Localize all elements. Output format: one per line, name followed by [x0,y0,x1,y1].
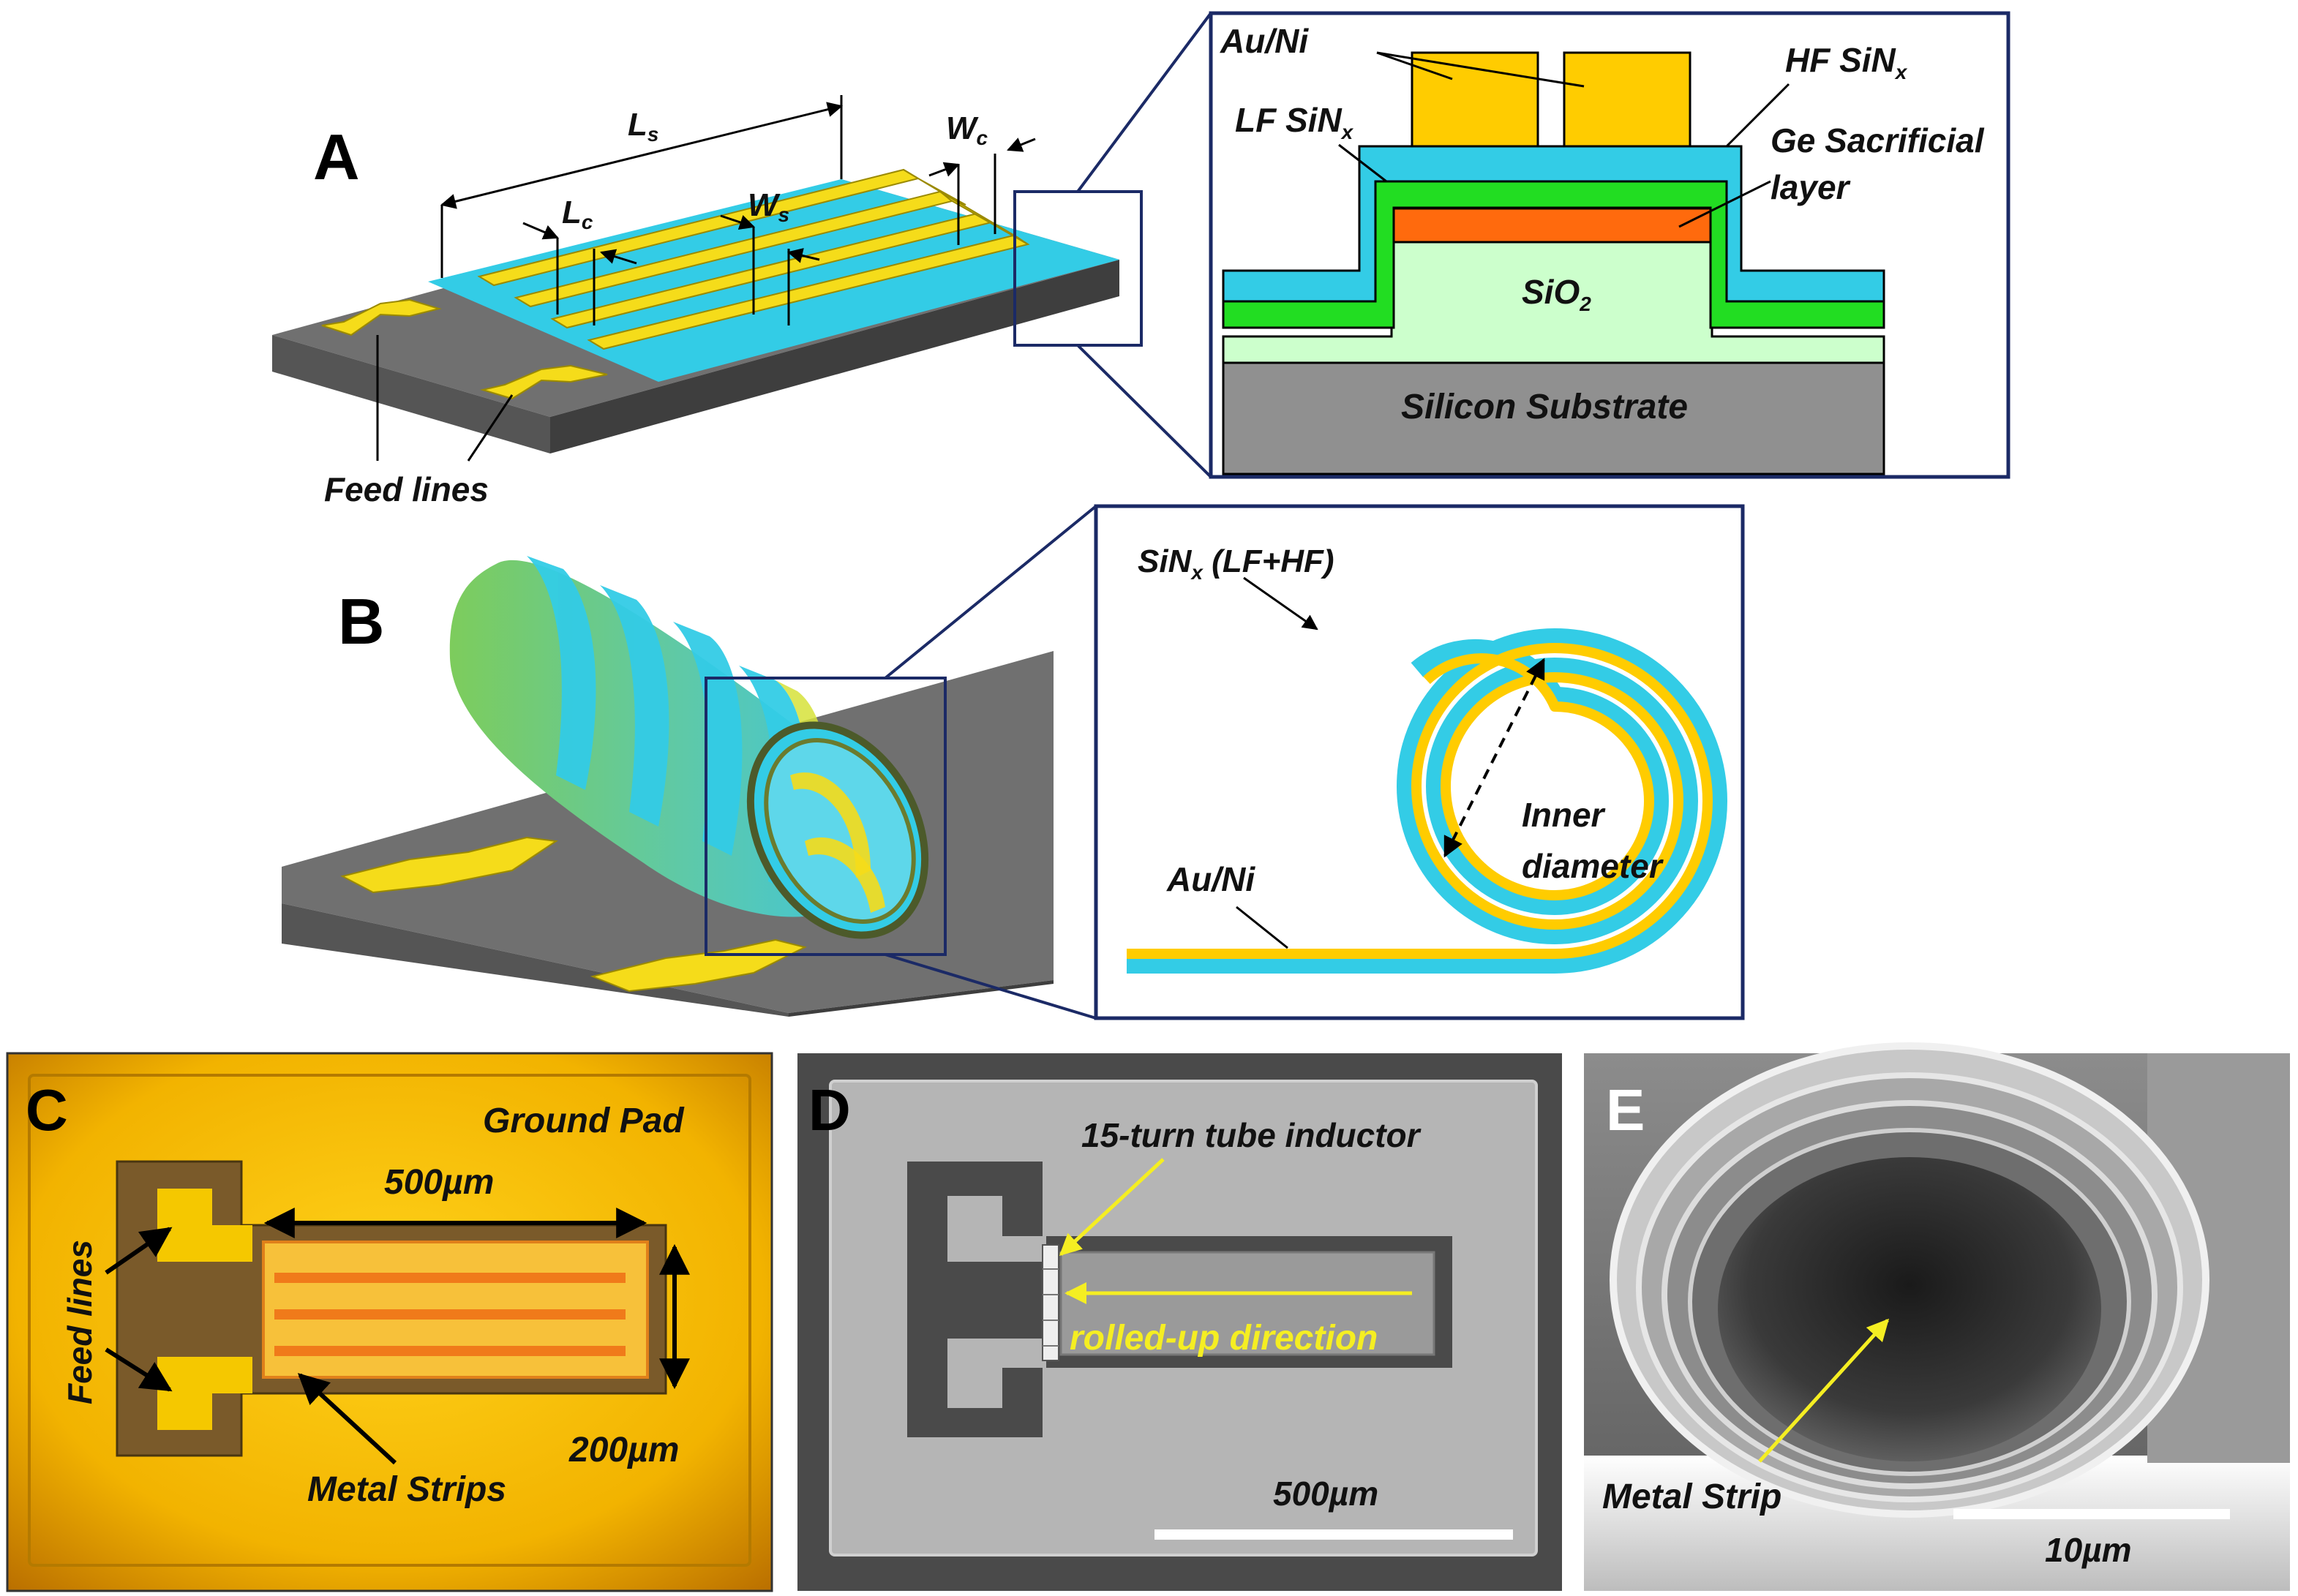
e-metal-strip-label: Metal Strip [1602,1478,1781,1516]
panel-a-letter: A [313,121,360,193]
panel-e-letter: E [1606,1077,1645,1143]
b-slab-edge [789,980,1054,1017]
svg-text:HF SiNx: HF SiNx [1785,41,1908,83]
svg-text:Lc: Lc [562,195,593,233]
c-length-label: 500µm [384,1163,494,1202]
svg-text:Wc: Wc [946,110,988,149]
b-slab-front [282,903,789,1017]
c-feed-arrow-2 [105,1347,173,1392]
e-scale-label: 10µm [2045,1531,2132,1569]
panel-d: D 15-turn tube inductor rolled-up direct… [797,1053,1562,1591]
inset-b-sinx-sub: x [1190,561,1204,584]
c-width-label: 200µm [568,1431,679,1469]
feed-pad-2 [480,364,608,400]
c-feed-lines-label: Feed lines [61,1240,99,1404]
inset-hf-sinx-label: HF SiN [1785,41,1896,79]
panel-b-letter: B [338,585,385,658]
svg-text:Ls: Ls [628,107,658,146]
ls-label: L [628,107,647,143]
panel-e: E Metal Strip 10µm [1584,1042,2290,1591]
svg-text:SiO2: SiO2 [1522,273,1591,315]
inset-au-ni-label: Au/Ni [1220,22,1309,60]
au-ni-block-1 [1411,51,1539,148]
c-ground-pad-label: Ground Pad [483,1102,685,1140]
tube-inner-strip-2 [805,837,885,913]
panel-c-letter: C [26,1077,68,1143]
inset-a-leaders [1338,51,1790,228]
lc-sub: c [582,211,593,233]
panel-b: B [282,504,1745,1020]
c-ground-frame [28,1074,751,1567]
lc-label: L [562,195,582,230]
d-tube-inductor [1042,1244,1059,1361]
e-rolled-tube [1610,1042,2209,1518]
inset-b-sinx-label: SiN [1138,543,1193,579]
planar-device [272,168,1119,453]
d-feed-pad-top [947,1196,1046,1262]
svg-text:LF SiNx: LF SiNx [1235,101,1354,143]
zoom-connector-a2 [1076,344,1212,478]
c-feed-pad-top [157,1189,252,1262]
zoom-box-b [705,677,947,956]
d-feed-pad-bottom [947,1339,1046,1408]
d-scale-label: 500µm [1273,1475,1378,1513]
inner-label-1: Inner [1522,796,1606,834]
d-direction-label: rolled-up direction [1070,1319,1378,1358]
c-border [6,1052,773,1592]
dimension-lines [376,95,1036,462]
slab-side [550,260,1119,453]
inset-sio2-sub: 2 [1579,293,1591,315]
au-ni-leader [1236,906,1288,949]
d-membrane [1059,1251,1435,1356]
inset-sio2-label: SiO [1522,273,1580,311]
inset-hf-sub: x [1894,61,1908,83]
b-feed-pad-1 [340,836,558,894]
rolled-tube [449,556,929,939]
inner-label-2: diameter [1522,847,1664,885]
inner-diameter-arrow [1443,658,1545,858]
b-feed-pad-2 [590,938,807,993]
panel-d-letter: D [808,1077,851,1143]
c-feed-pad-bottom [157,1357,252,1430]
ge-sacrificial-layer [1392,207,1712,244]
slab-front [272,335,550,453]
zoom-connector-b1 [884,505,1097,680]
c-metal-arrow [297,1373,397,1465]
panel-c: C Ground Pad 500µm Feed lines 200µm Meta… [6,1052,773,1592]
zoom-connector-b2 [885,953,1097,1020]
inset-b-au-ni-label: Au/Ni [1166,860,1255,898]
svg-text:Ws: Ws [748,187,789,226]
svg-text:SiNx (LF+HF): SiNx (LF+HF) [1138,543,1334,584]
hf-sinx-cyan-layer [1222,145,1885,303]
ws-sub: s [778,203,790,226]
feed-lines-label: Feed lines [324,470,489,508]
c-metal-strips-label: Metal Strips [307,1470,506,1509]
wc-sub: c [977,127,988,149]
e-metal-arrow [1758,1318,1890,1463]
sinx-leader [1243,576,1318,631]
spiral-cyan [1127,628,1727,974]
d-tube-label: 15-turn tube inductor [1081,1116,1422,1154]
ls-sub: s [647,123,659,146]
inset-lf-sub: x [1340,121,1354,143]
spiral-inset: SiNx (LF+HF) Inner diameter Au/Ni [1094,504,1745,1020]
spiral-gold [1127,643,1713,959]
ws-label: W [748,187,781,223]
panel-a: A [272,11,2010,508]
zoom-connector-a1 [1076,12,1212,193]
au-ni-block-2 [1563,51,1691,148]
inset-substrate-label: Silicon Substrate [1401,388,1688,426]
wc-label: W [946,110,979,146]
c-feed-arrow-1 [105,1227,173,1275]
d-tube-rings [1043,1268,1059,1347]
cross-section-inset: Au/Ni HF SiNx LF SiNx Ge Sacrificial lay… [1209,11,2010,479]
inset-b-sinx-suffix: (LF+HF) [1203,543,1334,579]
d-tube-arrow [1059,1158,1165,1257]
c-metal-strips [274,1273,626,1356]
feed-pad-1 [321,298,442,336]
inset-lf-sinx-label: LF SiN [1235,101,1342,139]
inset-ge-label-2: layer [1771,168,1851,206]
inset-ge-label-1: Ge Sacrificial [1771,121,1985,159]
